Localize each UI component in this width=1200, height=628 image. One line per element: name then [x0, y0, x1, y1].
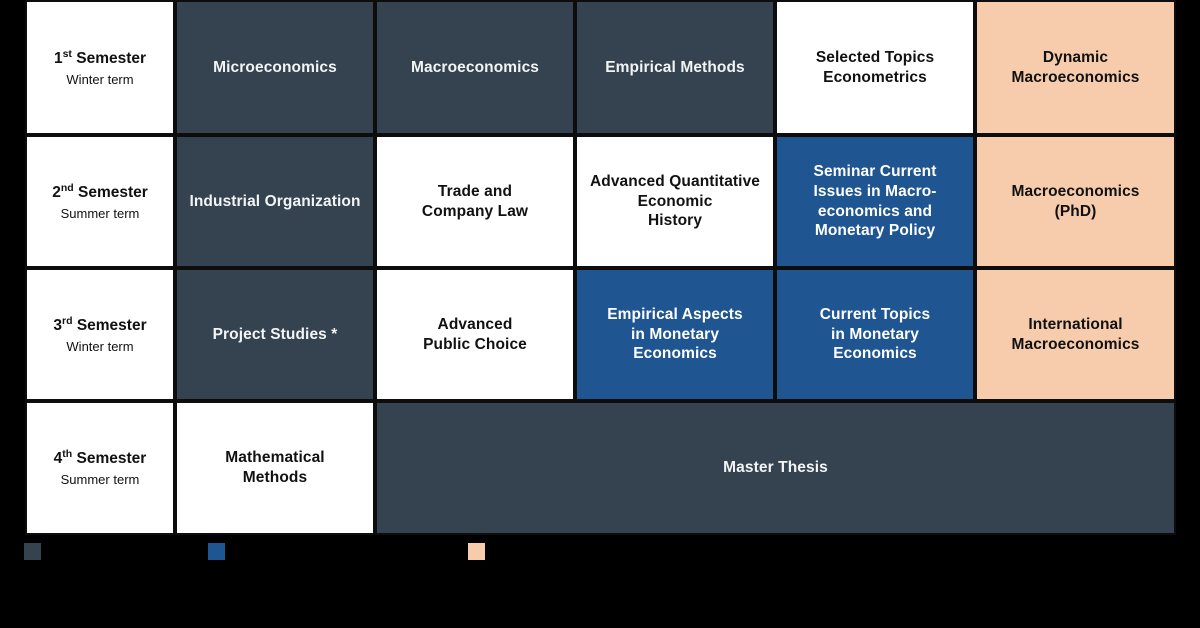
- legend-swatch-dark: [24, 543, 41, 560]
- semester-term: Summer term: [60, 205, 140, 221]
- module-cell[interactable]: Macroeconomics(PhD): [975, 135, 1176, 268]
- semester-term: Summer term: [60, 472, 140, 488]
- semester-word: Semester: [76, 316, 147, 334]
- legend-swatch-peach: [468, 543, 485, 560]
- legend: [0, 540, 1200, 628]
- semester-ordinal-suffix: rd: [62, 314, 73, 327]
- semester-term: Winter term: [66, 338, 134, 354]
- semester-word: Semester: [77, 183, 148, 201]
- semester-title: 3rd Semester: [53, 315, 146, 336]
- semester-term: Winter term: [66, 71, 134, 87]
- semester-ordinal-suffix: st: [62, 47, 72, 60]
- semester-word: Semester: [76, 450, 147, 468]
- semester-ordinal: 3: [53, 316, 62, 334]
- module-cell[interactable]: Master Thesis: [375, 401, 1176, 535]
- semester-ordinal: 2: [52, 183, 61, 201]
- module-cell[interactable]: Empirical Methods: [575, 0, 775, 135]
- module-cell[interactable]: Macroeconomics: [375, 0, 575, 135]
- semester-ordinal-suffix: th: [62, 448, 73, 461]
- module-cell[interactable]: Project Studies *: [175, 268, 375, 401]
- legend-item-peach: [468, 543, 495, 560]
- semester-word: Semester: [76, 49, 147, 67]
- semester-title: 2nd Semester: [52, 182, 148, 203]
- semester-ordinal-suffix: nd: [60, 181, 74, 194]
- legend-swatch-blue: [208, 543, 225, 560]
- module-cell[interactable]: Microeconomics: [175, 0, 375, 135]
- module-cell[interactable]: Industrial Organization: [175, 135, 375, 268]
- legend-item-blue: [208, 543, 235, 560]
- semester-title: 4th Semester: [54, 448, 147, 469]
- semester-ordinal: 4: [53, 450, 63, 468]
- semester-title: 1st Semester: [54, 48, 146, 69]
- semester-ordinal: 1: [53, 49, 63, 67]
- legend-item-dark: [24, 543, 51, 560]
